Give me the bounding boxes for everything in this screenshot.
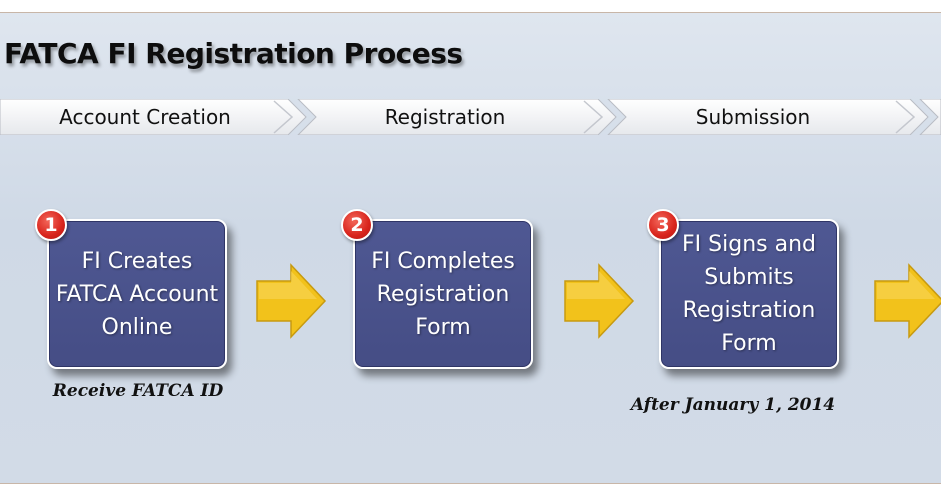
stage-segment-4 — [919, 99, 941, 135]
stage-label-submission: Submission — [695, 105, 811, 129]
step-number-badge-2: 2 — [341, 209, 373, 241]
step-box-1: FI Creates FATCA Account Online — [47, 219, 227, 369]
chevron-right-icon — [895, 100, 916, 134]
step-text-1: FI Creates FATCA Account Online — [55, 248, 219, 340]
arrow-right-icon — [564, 263, 635, 339]
step-box-2: FI Completes Registration Form — [353, 219, 533, 369]
stage-segment-1 — [0, 99, 307, 135]
step-box-3: FI Signs and Submits Registration Form — [659, 219, 839, 369]
chevron-right-icon — [583, 100, 604, 134]
arrow-right-icon — [256, 263, 327, 339]
step-text-3: FI Signs and Submits Registration Form — [682, 232, 816, 356]
stage-label-account-creation: Account Creation — [59, 105, 231, 129]
process-diagram: FATCA FI Registration Process Account Cr… — [0, 12, 941, 484]
arrow-right-icon — [874, 263, 941, 339]
step-caption-3: After January 1, 2014 — [630, 395, 836, 415]
step-text-2: FI Completes Registration Form — [371, 248, 515, 340]
chevron-right-icon — [273, 100, 294, 134]
step-number-badge-3: 3 — [647, 209, 679, 241]
stage-label-registration: Registration — [384, 105, 506, 129]
stage-segment-2 — [297, 99, 617, 135]
step-number-badge-1: 1 — [35, 209, 67, 241]
stage-bar: Account Creation Registration Submission — [0, 99, 941, 135]
stage-segment-3 — [607, 99, 929, 135]
page-title: FATCA FI Registration Process — [4, 37, 463, 70]
step-caption-1: Receive FATCA ID — [52, 381, 224, 401]
stage-chevrons — [0, 99, 941, 135]
